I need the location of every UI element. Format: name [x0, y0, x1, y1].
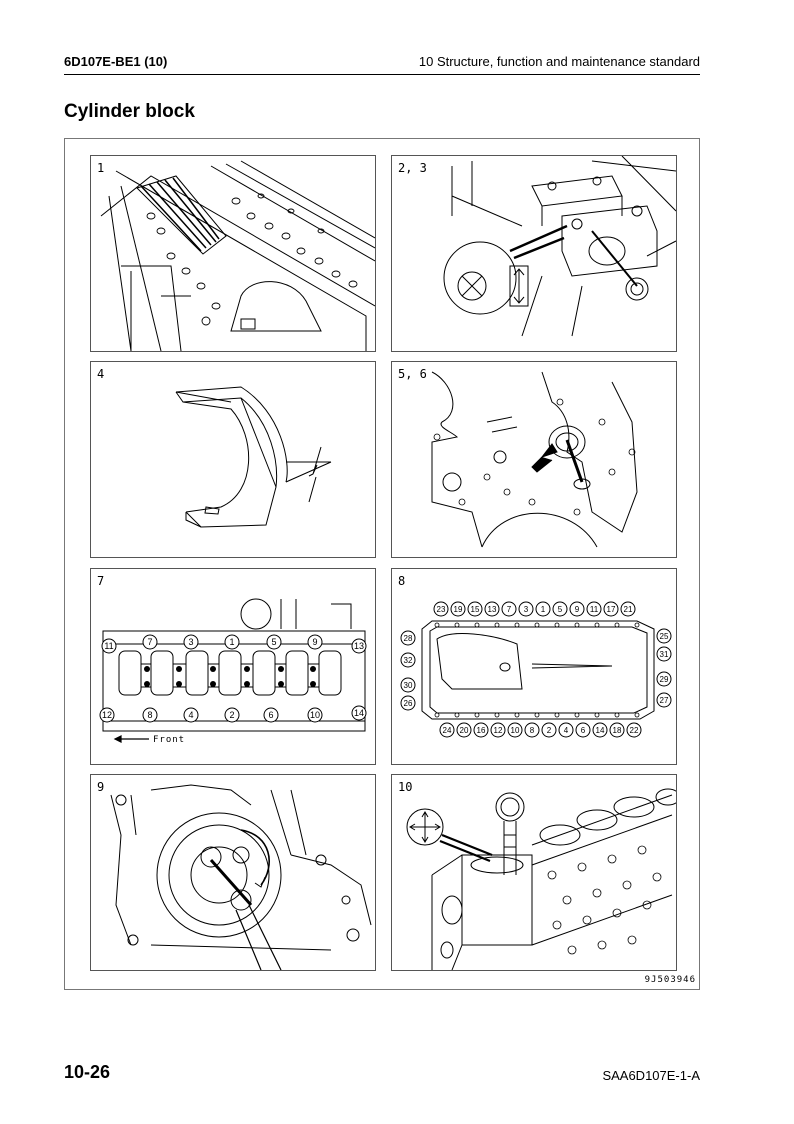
order-number: 13 [488, 605, 497, 614]
order-number: 13 [354, 641, 364, 651]
panel-10-label: 10 [398, 780, 413, 794]
order-number: 10 [310, 710, 320, 720]
order-number: 5 [558, 605, 563, 614]
order-number: 7 [147, 637, 152, 647]
order-marker [101, 638, 117, 654]
order-number: 15 [471, 605, 480, 614]
order-number: 32 [404, 656, 413, 665]
cylinder-block-rear-illustration [431, 371, 638, 548]
order-number: 27 [660, 696, 669, 705]
cylinder-head-gasket-illustration [100, 160, 375, 351]
order-number: 11 [104, 641, 113, 651]
panel-5-6-label: 5, 6 [398, 367, 427, 381]
order-number: 9 [575, 605, 580, 614]
order-number: 5 [271, 637, 276, 647]
panel-9-label: 9 [97, 780, 105, 794]
order-number: 8 [530, 726, 535, 735]
front-label: Front [153, 735, 185, 745]
order-number: 4 [564, 726, 569, 735]
order-marker [307, 707, 323, 723]
bearing-shell-illustration [175, 386, 332, 528]
order-marker [351, 705, 367, 721]
panel-5-6: 5, 6 [391, 361, 677, 558]
header-section: 10 Structure, function and maintenance s… [418, 54, 700, 69]
main-bearing-cap-bore-illustration [443, 156, 676, 337]
order-number: 26 [404, 699, 413, 708]
cylinder-bore-gauge-illustration [406, 788, 676, 970]
header-model: 6D107E-BE1 (10) [64, 54, 168, 69]
order-number: 19 [454, 605, 463, 614]
order-number: 25 [660, 632, 669, 641]
order-number: 16 [477, 726, 486, 735]
order-marker [224, 634, 240, 650]
panel-7: 7 [90, 568, 376, 765]
order-number: 6 [581, 726, 586, 735]
order-number: 22 [630, 726, 639, 735]
panel-2-3: 2, 3 [391, 155, 677, 352]
header-rule [64, 74, 700, 75]
order-marker [99, 707, 115, 723]
order-number: 28 [404, 634, 413, 643]
order-number: 21 [624, 605, 633, 614]
document-code: SAA6D107E-1-A [602, 1068, 700, 1083]
panel-7-label: 7 [97, 574, 105, 588]
order-marker [307, 634, 323, 650]
panel-1-label: 1 [97, 161, 105, 175]
order-number: 14 [596, 726, 605, 735]
order-number: 6 [268, 710, 273, 720]
panel-8-label: 8 [398, 574, 406, 588]
order-number: 2 [547, 726, 552, 735]
order-number: 9 [312, 637, 317, 647]
order-number: 1 [229, 637, 234, 647]
order-number: 12 [102, 710, 112, 720]
crankshaft-pulley-rotation-illustration [110, 784, 372, 970]
page-title: Cylinder block [64, 101, 195, 122]
order-number: 24 [443, 726, 452, 735]
order-number: 30 [404, 681, 413, 690]
order-marker [263, 707, 279, 723]
panel-10: 10 [391, 774, 677, 971]
figure-code: 9J503946 [644, 975, 696, 985]
figure-frame [64, 138, 700, 990]
order-number: 29 [660, 675, 669, 684]
order-marker [351, 638, 367, 654]
order-number: 3 [188, 637, 193, 647]
order-number: 1 [541, 605, 546, 614]
panel-9: 9 [90, 774, 376, 971]
order-number: 8 [147, 710, 152, 720]
order-marker [142, 707, 158, 723]
order-number: 18 [613, 726, 622, 735]
order-number: 12 [494, 726, 503, 735]
order-marker [266, 634, 282, 650]
order-number: 20 [460, 726, 469, 735]
panel-4: 4 [90, 361, 376, 558]
panel-2-3-label: 2, 3 [398, 161, 427, 175]
order-marker [183, 634, 199, 650]
order-number: 3 [524, 605, 529, 614]
panel-4-label: 4 [97, 367, 105, 381]
oil-pan-bolt-order-diagram: 23 19 15 13 7 3 1 5 9 11 17 21 24 20 16 … [400, 601, 672, 738]
panel-1: 1 [90, 155, 376, 352]
page-number: 10-26 [64, 1062, 111, 1082]
order-number: 4 [188, 710, 193, 720]
order-number: 23 [437, 605, 446, 614]
order-marker [183, 707, 199, 723]
main-cap-tightening-order-diagram: 11 7 3 1 5 9 13 12 8 4 2 6 10 14 Front [99, 598, 367, 745]
panel-8: 8 23 19 15 [391, 568, 677, 765]
order-number: 7 [507, 605, 512, 614]
order-number: 2 [229, 710, 234, 720]
order-number: 11 [590, 605, 599, 614]
order-number: 17 [607, 605, 616, 614]
order-marker [142, 634, 158, 650]
order-number: 31 [660, 650, 669, 659]
order-number: 10 [511, 726, 520, 735]
order-marker [224, 707, 240, 723]
order-number: 14 [354, 708, 364, 718]
